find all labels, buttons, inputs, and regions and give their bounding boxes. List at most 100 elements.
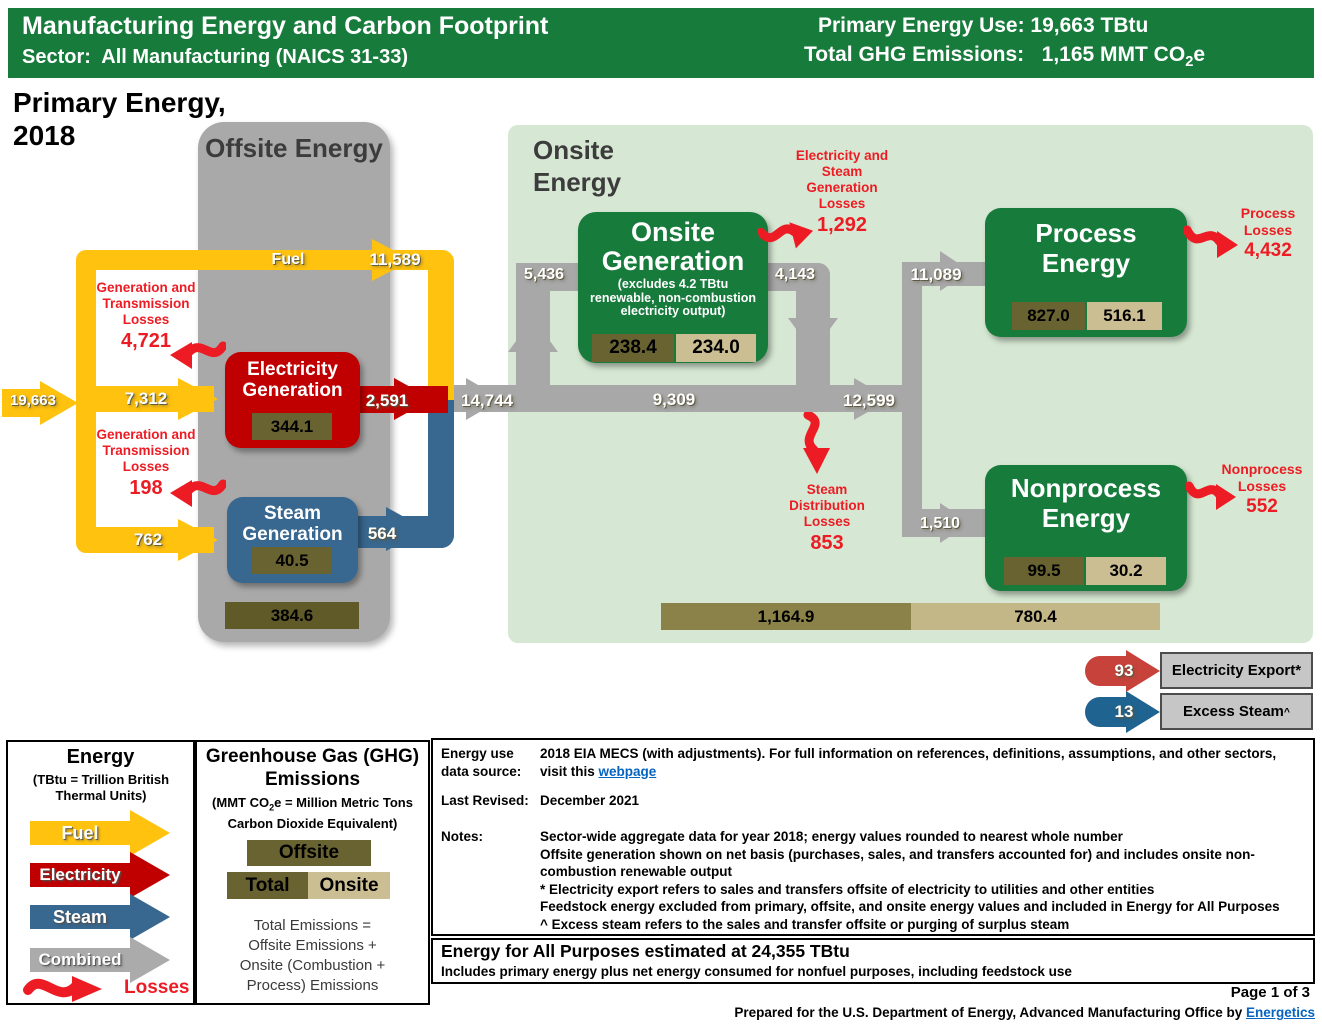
ghg-legend-offsite-badge: Offsite [247, 840, 371, 866]
electricity-out-value: 2,591 [365, 391, 409, 410]
steam-gen-losses: Generation and Transmission Losses 198 [94, 427, 198, 500]
onsite-generation-note: (excludes 4.2 TBtu renewable, non-combus… [590, 277, 756, 318]
notes-lines: Sector-wide aggregate data for year 2018… [540, 828, 1308, 933]
losses-arrow-icon [1182, 220, 1240, 267]
header-primary-energy: Primary Energy Use: 19,663 TBtu [818, 14, 1149, 37]
electricity-export-arrowhead-icon [1126, 650, 1160, 692]
fuel-arrowhead-icon [372, 239, 412, 281]
combined-arrowhead-icon [466, 378, 502, 420]
electricity-generation-title: Electricity Generation [242, 359, 343, 401]
primary-input-arrowhead-icon [40, 381, 78, 425]
fuel-label: Fuel [271, 251, 305, 268]
process-losses-label: Process Losses [1240, 205, 1296, 238]
webpage-link[interactable]: webpage [598, 763, 657, 779]
note-line: Offsite generation shown on net basis (p… [540, 846, 1255, 880]
energy-all-purposes-box [431, 938, 1315, 984]
electricity-export-label-text: Electricity Export* [1171, 662, 1302, 679]
process-ghg-onsite-badge: 516.1 [1087, 302, 1162, 330]
fuel-top-pipe [90, 250, 454, 270]
steam-in-value: 762 [133, 530, 163, 549]
process-in-arrowhead-icon [940, 251, 970, 291]
page-number: Page 1 of 3 [1230, 984, 1310, 1001]
source-text: 2018 EIA MECS (with adjustments). For fu… [540, 745, 1305, 780]
process-losses: Process Losses 4,432 [1222, 205, 1314, 262]
primary-input-pipe [2, 389, 40, 417]
ghg-legend-subtitle: (MMT CO2e = Million Metric Tons Carbon D… [199, 795, 426, 832]
electricity-gen-losses: Generation and Transmission Losses 4,721 [94, 280, 198, 353]
excess-steam-label-text: Excess Steam [1182, 703, 1284, 720]
page-title-line2: 2018 [13, 120, 76, 151]
onsite-ghg-bar-onsite: 780.4 [911, 603, 1160, 630]
legend-steam-arrow [30, 905, 130, 929]
steam-generation-ghg-badge: 40.5 [252, 547, 332, 574]
electricity-export-pipe [1085, 656, 1133, 686]
excess-steam-value: 13 [1114, 702, 1134, 721]
ghg-subtitle-sub: 2 [269, 802, 275, 813]
header-ghg-post: e [1193, 43, 1206, 66]
onsite-gen-ghg-total-badge: 238.4 [592, 334, 674, 362]
combined-in-value: 14,744 [461, 391, 513, 410]
energy-legend-subtitle: (TBtu = Trillion British Thermal Units) [32, 772, 170, 803]
legend-fuel-arrowhead-icon [130, 810, 170, 856]
note-line: Sector-wide aggregate data for year 2018… [540, 829, 1123, 844]
ghg-formula-line: Offsite Emissions + [248, 937, 377, 954]
ghg-subtitle-pre: (MMT CO [212, 795, 270, 810]
nonprocess-losses-value: 552 [1246, 496, 1278, 518]
ghg-formula-line: Process) Emissions [246, 977, 379, 994]
onsite-gen-down-arrowhead-icon [788, 318, 838, 352]
ghg-legend-total-badge: Total [227, 872, 308, 899]
onsite-generation-title: Onsite Generation [601, 217, 745, 276]
revised-label: Last Revised: [441, 793, 529, 808]
steam-gen-losses-label: Generation and Transmission Losses [96, 427, 196, 474]
note-line: * Electricity export refers to sales and… [540, 881, 1155, 897]
combined-mid-value: 9,309 [652, 390, 696, 409]
electricity-export-label: Electricity Export* [1160, 652, 1313, 689]
excess-steam-arrowhead-icon [1126, 691, 1160, 733]
process-ghg-total-badge: 827.0 [1012, 302, 1085, 330]
header-sector: Sector: All Manufacturing (NAICS 31-33) [22, 46, 408, 68]
legend-combined-label: Combined [38, 950, 122, 969]
onsite-gen-in-value: 5,436 [523, 266, 565, 283]
process-losses-value: 4,432 [1244, 240, 1292, 262]
steam-distribution-losses-value: 853 [810, 531, 844, 554]
losses-arrow-icon [756, 210, 821, 265]
energetics-link[interactable]: Energetics [1245, 1005, 1315, 1020]
steam-gen-losses-value: 198 [129, 476, 163, 499]
legend-steam-arrowhead-icon [130, 894, 170, 940]
losses-arrow-icon [796, 410, 838, 483]
steam-in-arrowhead-icon [178, 519, 218, 561]
header-ghg-sub: 2 [1185, 54, 1194, 71]
fuel-value: 11,589 [369, 250, 421, 269]
electricity-out-arrowhead-icon [394, 378, 432, 420]
ghg-formula-line: Total Emissions = [253, 917, 372, 934]
source-label: Energy use data source: [441, 746, 522, 779]
steam-out-arrowhead-icon [386, 507, 426, 551]
combined-out-value: 12,599 [843, 391, 895, 410]
legend-losses-label: Losses [124, 977, 190, 998]
ghg-legend-onsite-badge: Onsite [308, 872, 390, 899]
header-ghg-total: Total GHG Emissions: 1,165 MMT CO2e [804, 43, 1205, 70]
legend-electricity-arrow [30, 863, 130, 887]
losses-arrow-icon [168, 476, 228, 517]
energy-all-purposes-subtitle: Includes primary energy plus net energy … [441, 964, 1072, 979]
onsite-gen-losses: Electricity and Steam Generation Losses … [790, 148, 894, 237]
electricity-in-arrowhead-icon [178, 378, 218, 420]
legend-fuel-arrow [30, 821, 130, 845]
excess-steam-label-sup: ^ [1283, 705, 1291, 718]
header-bar [8, 8, 1314, 78]
losses-arrow-icon [1184, 478, 1238, 519]
offsite-energy-title: Offsite Energy [205, 133, 383, 163]
onsite-gen-up-arrowhead-icon [508, 318, 558, 352]
notes-box [431, 738, 1315, 936]
nonprocess-ghg-total-badge: 99.5 [1004, 557, 1084, 585]
onsite-ghg-bar-total: 1,164.9 [661, 603, 911, 630]
electricity-generation-ghg-badge: 344.1 [252, 413, 332, 440]
legend-fuel-label: Fuel [61, 823, 99, 843]
process-in-value: 11,089 [910, 265, 962, 284]
steam-out-value: 564 [367, 524, 397, 543]
header-title: Manufacturing Energy and Carbon Footprin… [22, 12, 549, 40]
legend-electricity-arrowhead-icon [130, 852, 170, 898]
prepared-by-text: Prepared for the U.S. Department of Ener… [734, 1005, 1246, 1020]
legend-combined-arrow [30, 948, 130, 972]
